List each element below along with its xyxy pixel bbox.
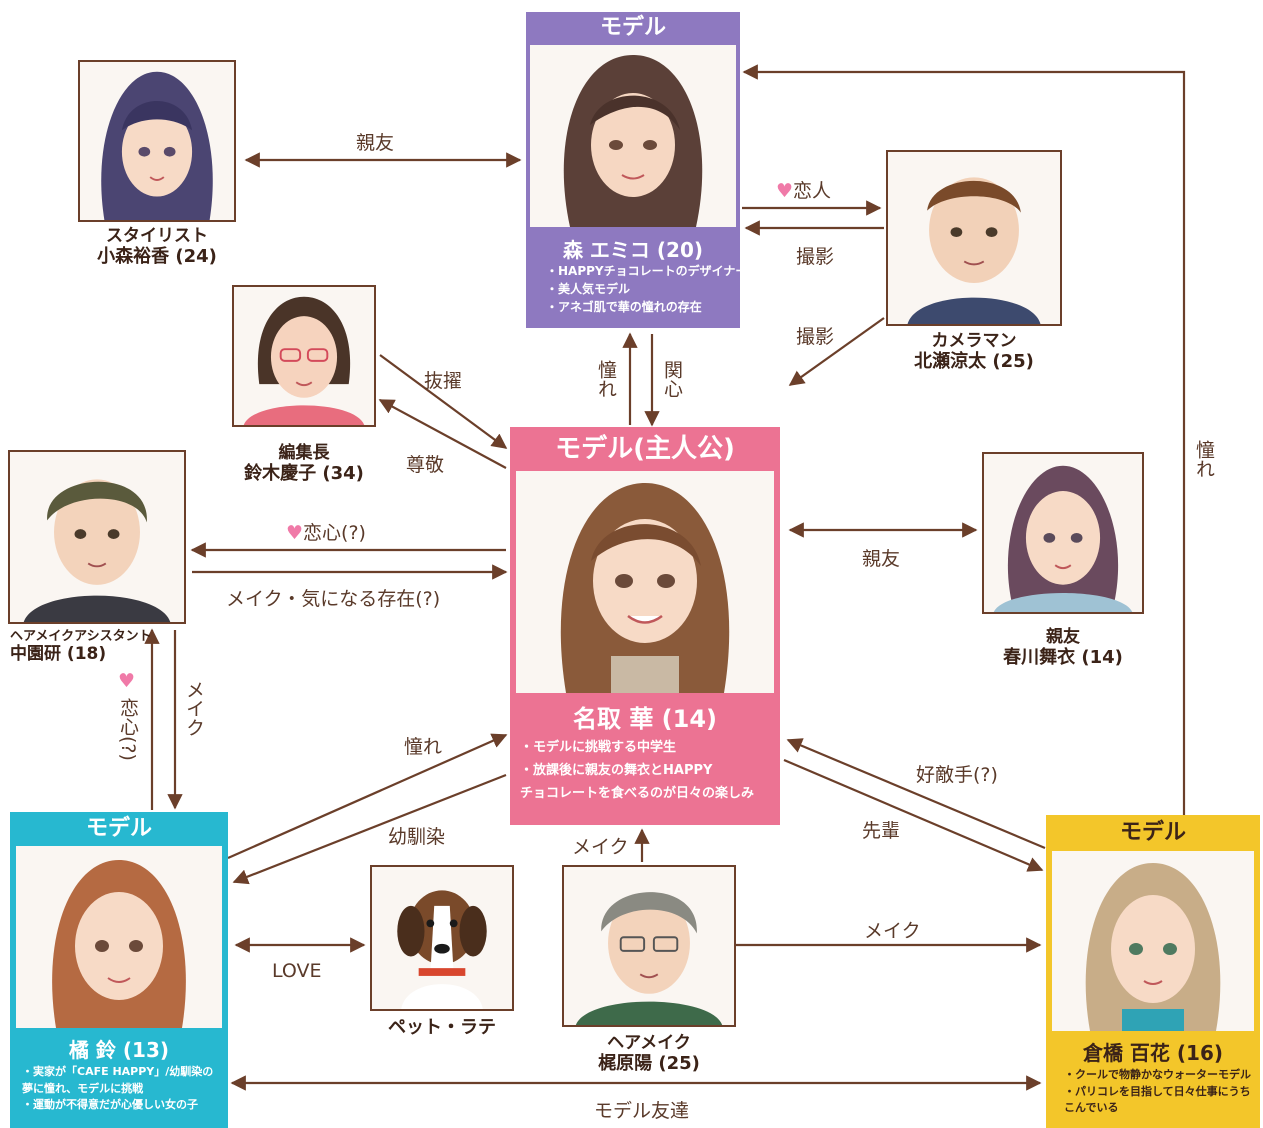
pet-name: ペット・ラテ [388, 1017, 496, 1038]
kajiwara-name: 梶原陽 (25) [598, 1052, 700, 1074]
suzuki-caption: 編集長 鈴木慶子 (34) [222, 443, 386, 484]
tachibana-description: ・実家が「CAFE HAPPY」/幼馴染の 夢に憧れ、モデルに挑戦 ・運動が不得… [22, 1064, 213, 1114]
natori-desc-line: ・放課後に親友の舞衣とHAPPY [520, 762, 713, 778]
label-natori-harukawa: 親友 [862, 548, 901, 570]
heart-icon: ♥ [776, 180, 794, 202]
label-kurahashi-natori: 好敵手(?) [916, 764, 998, 786]
arrow-kurahashi-mori [742, 64, 1186, 815]
kurahashi-description: ・クールで物静かなウォーターモデル ・パリコレを目指して日々仕事にうち こんでい… [1064, 1067, 1251, 1117]
label-mori-kitase-text: 恋人 [793, 180, 832, 202]
komori-portrait [78, 60, 236, 222]
arrow-natori-suzuki [378, 399, 507, 469]
tachibana-desc-line: 夢に憧れ、モデルに挑戦 [22, 1081, 144, 1095]
suzuki-portrait [232, 285, 376, 427]
label-natori-kurahashi: 先輩 [862, 820, 901, 842]
kurahashi-desc-line: こんでいる [1064, 1101, 1119, 1114]
label-mori-kitase: ♥恋人 [776, 182, 831, 201]
label-suzuki-natori: 抜擢 [424, 370, 463, 392]
natori-card-header: モデル(主人公) [555, 434, 735, 464]
heart-icon: ♥ [118, 670, 136, 692]
label-kurahashi-mori: 憧れ [1193, 440, 1215, 478]
label-natori-nakazono: ♥恋心(?) [286, 524, 366, 543]
tachibana-card-header: モデル [85, 816, 152, 841]
arrow-tachibana-natori [227, 733, 508, 860]
natori-desc-line: ・モデルに挑戦する中学生 [520, 740, 677, 755]
nakazono-role: ヘアメイクアシスタント [10, 629, 152, 644]
suzuki-name: 鈴木慶子 (34) [244, 462, 364, 484]
label-kajiwara-kurahashi: メイク [864, 920, 921, 942]
label-tachibana-nakazono-heart: ♥ [118, 672, 135, 691]
nakazono-caption: ヘアメイクアシスタント 中園研 (18) [10, 629, 160, 664]
mori-desc-line: ・アネゴ肌で華の憧れの存在 [546, 300, 702, 314]
label-nakazono-natori: メイク・気になる存在(?) [226, 588, 441, 610]
label-kajiwara-natori: メイク [572, 836, 629, 858]
harukawa-caption: 親友 春川舞衣 (14) [982, 627, 1144, 668]
kurahashi-portrait [1052, 851, 1254, 1031]
label-nakazono-tachibana: メイク [183, 680, 205, 737]
kitase-name: 北瀬涼太 (25) [914, 350, 1034, 372]
kurahashi-desc-line: ・クールで物静かなウォーターモデル [1064, 1068, 1251, 1081]
label-komori-mori: 親友 [356, 132, 395, 154]
mori-portrait [530, 45, 736, 227]
label-tachibana-nakazono: 恋心(?) [117, 698, 139, 761]
kajiwara-portrait [562, 865, 736, 1027]
natori-name: 名取 華 (14) [572, 705, 718, 733]
kurahashi-desc-line: ・パリコレを目指して日々仕事にうち [1064, 1084, 1251, 1098]
arrow-natori-tachibana [232, 773, 507, 885]
mori-desc-line: ・HAPPYチョコレートのデザイナー [546, 264, 748, 278]
pet-caption: ペット・ラテ [370, 1017, 514, 1039]
natori-description: ・モデルに挑戦する中学生 ・放課後に親友の舞衣とHAPPY チョコレートを食べる… [520, 737, 754, 805]
arrow-kitase-natori [788, 317, 885, 386]
tachibana-desc-line: ・運動が不得意だが心優しい女の子 [22, 1098, 198, 1111]
nakazono-portrait [8, 450, 186, 624]
label-kitase-mori: 撮影 [796, 246, 835, 268]
arrow-suzuki-natori [379, 354, 508, 449]
mori-description: ・HAPPYチョコレートのデザイナー ・美人気モデル ・アネゴ肌で華の憧れの存在 [546, 262, 747, 316]
harukawa-role: 親友 [1046, 627, 1080, 647]
mori-card: モデル 森 エミコ (20) ・HAPPYチョコレートのデザイナー ・美人気モデ… [526, 12, 747, 328]
kurahashi-card-header: モデル [1119, 820, 1186, 845]
tachibana-name: 橘 鈴 (13) [68, 1038, 170, 1062]
label-natori-mori: 憧れ [595, 360, 617, 398]
komori-name: 小森裕香 (24) [97, 245, 217, 267]
kitase-caption: カメラマン 北瀬涼太 (25) [880, 331, 1068, 372]
label-tachibana-pet: LOVE [272, 960, 322, 982]
label-natori-nakazono-text: 恋心(?) [303, 522, 366, 544]
kajiwara-role: ヘアメイク [607, 1033, 691, 1053]
natori-card: モデル(主人公) 名取 華 (14) ・モデルに挑戦する中学生 ・放課後に親友の… [510, 427, 780, 825]
harukawa-name: 春川舞衣 (14) [1003, 646, 1123, 668]
kurahashi-card: モデル 倉橋 百花 (16) ・クールで物静かなウォーターモデル ・パリコレを目… [1046, 815, 1260, 1128]
arrow-natori-kurahashi [783, 758, 1044, 872]
mori-card-header: モデル [599, 15, 666, 40]
label-natori-suzuki: 尊敬 [406, 454, 445, 476]
kitase-portrait [886, 150, 1062, 326]
kajiwara-caption: ヘアメイク 梶原陽 (25) [560, 1033, 738, 1074]
tachibana-desc-line: ・実家が「CAFE HAPPY」/幼馴染の [22, 1065, 214, 1078]
arrow-kurahashi-natori [786, 738, 1046, 850]
komori-role: スタイリスト [106, 226, 208, 246]
mori-desc-line: ・美人気モデル [546, 282, 631, 296]
komori-caption: スタイリスト 小森裕香 (24) [70, 226, 244, 267]
label-tachibana-kurahashi: モデル友達 [594, 1100, 690, 1122]
natori-portrait [516, 471, 774, 693]
label-tachibana-natori: 憧れ [404, 736, 443, 758]
nakazono-name: 中園研 (18) [10, 643, 107, 664]
pet-portrait [370, 865, 514, 1011]
kitase-role: カメラマン [931, 331, 1017, 351]
natori-desc-line: チョコレートを食べるのが日々の楽しみ [520, 785, 755, 801]
kurahashi-name: 倉橋 百花 (16) [1082, 1041, 1224, 1065]
label-natori-tachibana: 幼馴染 [388, 826, 446, 848]
tachibana-card: モデル 橘 鈴 (13) ・実家が「CAFE HAPPY」/幼馴染の 夢に憧れ、… [10, 812, 228, 1128]
heart-icon: ♥ [286, 522, 304, 544]
label-mori-natori: 関心 [661, 360, 683, 398]
tachibana-portrait [16, 846, 222, 1028]
mori-name: 森 エミコ (20) [562, 238, 704, 262]
label-kitase-natori: 撮影 [796, 326, 835, 348]
harukawa-portrait [982, 452, 1144, 614]
suzuki-role: 編集長 [278, 443, 330, 463]
